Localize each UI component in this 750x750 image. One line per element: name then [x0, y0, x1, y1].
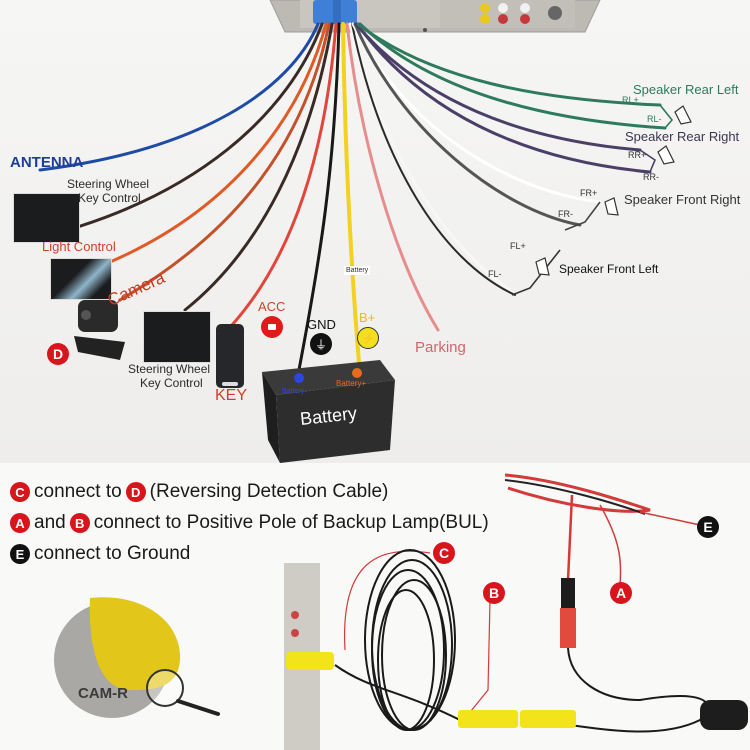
- coiled-video-cable: [334, 549, 709, 733]
- wire-fl-minus: [351, 23, 516, 296]
- gnd-label: GND: [307, 317, 336, 332]
- battery-positive-tag: Battery+: [336, 379, 367, 388]
- marker-a: A: [610, 582, 632, 604]
- steering-wheel-photo-2: [143, 311, 211, 363]
- wire-rl-plus: [356, 22, 662, 107]
- steering-wheel-label-2b: Key Control: [140, 376, 203, 390]
- wire-battery: [341, 22, 362, 377]
- rl-plus-label: RL+: [622, 95, 639, 105]
- steering-wheel-label-1a: Steering Wheel: [67, 177, 150, 191]
- wire-key: [230, 22, 338, 327]
- wire-rl-minus: [358, 22, 667, 130]
- steering-wheel-label-1b: Key Control: [78, 191, 141, 205]
- wire-steering-1: [28, 22, 324, 242]
- badge-e: E: [10, 544, 30, 564]
- rr-minus-label: RR-: [643, 172, 659, 182]
- speaker-front-right-label: Speaker Front Right: [624, 192, 741, 207]
- antenna-label: ANTENNA: [10, 154, 84, 171]
- speaker-icon-front-left: [535, 257, 550, 276]
- rca-yellow-jack: [480, 3, 490, 13]
- speaker-icon-front-right: [604, 197, 619, 216]
- battery-illustration: [262, 360, 395, 463]
- wire-gnd: [296, 22, 341, 377]
- speaker-rear-left-label: Speaker Rear Left: [633, 82, 739, 97]
- rca-plug-camera: [520, 710, 576, 728]
- light-control-label: Light Control: [42, 239, 116, 254]
- fl-minus-label: FL-: [488, 269, 502, 279]
- battery-positive-terminal: [352, 368, 362, 378]
- parking-label: Parking: [415, 339, 466, 356]
- steering-wheel-label-2a: Steering Wheel: [128, 362, 211, 376]
- fr-minus-label: FR-: [558, 209, 573, 219]
- bullet-camera: [700, 700, 748, 730]
- rl-minus-label: RL-: [647, 114, 662, 124]
- badge-d: D: [125, 482, 146, 502]
- battery-negative-terminal: [294, 373, 304, 383]
- rca-plug-extension: [458, 710, 518, 728]
- wire-steering-2: [183, 22, 334, 312]
- instruction-text: (Reversing Detection Cable): [149, 481, 389, 502]
- instruction-text: connect to Ground: [34, 543, 191, 564]
- badge-a: A: [10, 513, 30, 533]
- instruction-text: and: [34, 512, 66, 533]
- marker-b: B: [483, 582, 505, 604]
- key-label: KEY: [215, 387, 248, 404]
- wire-light-control: [108, 22, 328, 264]
- wire-rr-plus: [354, 22, 642, 152]
- cam-r-text: CAM-R: [78, 685, 128, 702]
- badge-c: C: [10, 482, 30, 502]
- speaker-icon-rear-left: [674, 105, 692, 125]
- badge-b: B: [69, 513, 90, 533]
- wire-parking: [345, 22, 440, 332]
- acc-label: ACC: [258, 299, 286, 314]
- marker-e: E: [697, 516, 719, 538]
- key-fob: [216, 324, 244, 388]
- wire-fr-minus: [353, 22, 582, 227]
- steering-wheel-photo-1: [13, 193, 80, 243]
- fr-plus-label: FR+: [580, 188, 598, 198]
- speaker-rear-right-label: Speaker Rear Right: [625, 129, 740, 144]
- instruction-text: connect to Positive Pole of Backup Lamp(…: [93, 512, 489, 533]
- marker-d: D: [47, 343, 69, 365]
- speaker-brackets: [511, 104, 674, 296]
- instruction-c-to-d: C connect to D (Reversing Detection Cabl…: [10, 481, 388, 503]
- instruction-a-b-bul: A and B connect to Positive Pole of Back…: [10, 512, 489, 534]
- rca-plug-headunit: [286, 652, 334, 670]
- magnifier-icon: [146, 669, 184, 707]
- speaker-icon-rear-right: [657, 145, 675, 165]
- fl-plus-label: FL+: [510, 241, 526, 251]
- acc-icon: [261, 316, 283, 338]
- dc-plug-black: [561, 578, 575, 608]
- power-cable-bundle: [344, 473, 701, 723]
- ground-icon: ⏚: [310, 333, 332, 355]
- wire-camera: [118, 22, 331, 302]
- dc-plug-red: [560, 608, 576, 648]
- battery-negative-tag: Battery-: [282, 388, 307, 395]
- cam-r-closeup: [54, 597, 220, 718]
- power-bolt-icon: ⚡: [357, 327, 379, 349]
- wire-tag-battery: Battery: [344, 266, 371, 275]
- instruction-text: connect to: [34, 481, 122, 502]
- instruction-e-ground: E connect to Ground: [10, 543, 190, 565]
- reversing-camera: [74, 300, 125, 360]
- b-plus-label: B+: [359, 310, 376, 325]
- harness-wires: [28, 22, 667, 377]
- wire-rr-minus: [355, 22, 652, 174]
- wire-antenna: [38, 22, 320, 172]
- headlight-photo: [50, 258, 112, 300]
- rr-plus-label: RR+: [628, 150, 647, 160]
- speaker-front-left-label: Speaker Front Left: [559, 262, 659, 276]
- marker-c: C: [433, 542, 455, 564]
